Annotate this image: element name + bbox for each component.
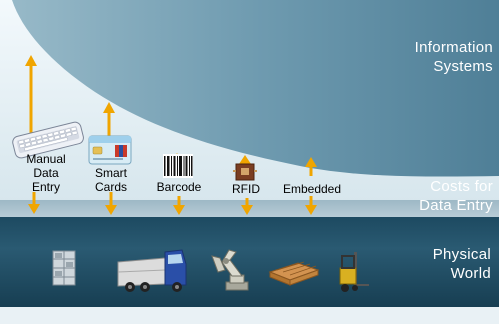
truck-icon bbox=[117, 249, 187, 292]
shelf-icon bbox=[52, 250, 76, 286]
physical-world-area bbox=[0, 217, 499, 307]
bottom-margin bbox=[0, 307, 499, 324]
barcode-label: Barcode bbox=[156, 180, 202, 194]
embedded-label: Embedded bbox=[282, 182, 342, 196]
information-systems-area bbox=[12, 0, 499, 177]
smart-card-icon bbox=[88, 135, 132, 165]
keyboard-icon bbox=[12, 121, 84, 159]
rfid-label: RFID bbox=[232, 182, 260, 196]
robot-arm-icon bbox=[211, 249, 249, 291]
barcode-icon bbox=[163, 154, 193, 178]
rfid-chip-icon bbox=[233, 163, 257, 181]
pallet-icon bbox=[268, 261, 320, 286]
forklift-icon bbox=[339, 252, 369, 292]
